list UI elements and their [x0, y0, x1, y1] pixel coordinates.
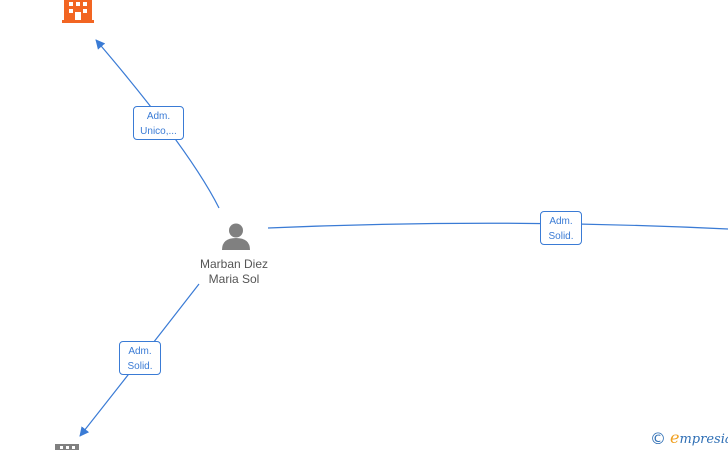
edge-label-line2: Unico,... — [140, 126, 177, 137]
copyright-icon: © — [650, 428, 666, 448]
brand-logo: empresia — [670, 428, 728, 448]
edge-label-line1: Adm. — [128, 346, 152, 357]
edge-label-line1: Adm. — [549, 216, 573, 227]
watermark: © empresia — [650, 428, 728, 448]
edge-label-line1: Adm. — [146, 111, 171, 122]
person-name-line1: Marban Diez — [199, 257, 269, 271]
building-icon[interactable] — [55, 444, 79, 450]
edge-label-bottom[interactable]: Adm. Solid. — [119, 341, 161, 375]
edge-to-company-right[interactable] — [267, 222, 728, 230]
edge-label-right[interactable]: Adm. Solid. — [540, 211, 582, 245]
person-name[interactable]: Marban Diez Maria Sol — [176, 257, 292, 287]
edge-label-line2: Solid. — [127, 361, 153, 372]
edge-label-top[interactable]: Adm. Unico,... — [133, 106, 184, 140]
person-name-line2: Maria Sol — [208, 272, 260, 286]
person-icon[interactable] — [222, 223, 250, 251]
brand-initial: e — [670, 428, 680, 447]
building-icon[interactable] — [62, 0, 94, 23]
edge-label-line2: Solid. — [548, 231, 574, 242]
brand-name: mpresia — [679, 432, 728, 447]
